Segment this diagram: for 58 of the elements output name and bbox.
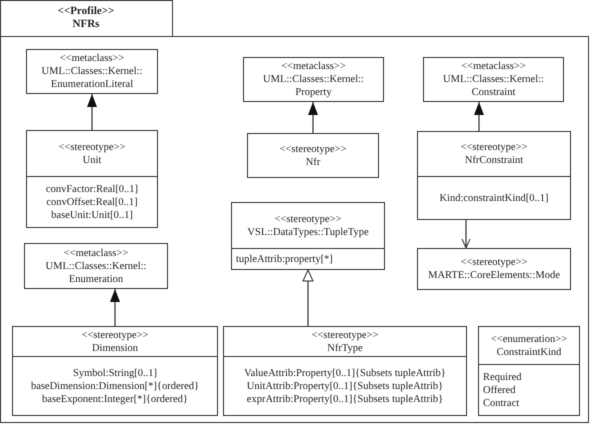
attribute-text: Offered (483, 384, 516, 396)
class-name: VSL::DataTypes::TupleType (247, 226, 369, 238)
class-name: UML::Classes::Kernel:: Enumeration (44, 260, 148, 286)
class-name: UML::Classes::Kernel:: EnumerationLiteral (40, 65, 144, 91)
class-box (478, 326, 580, 416)
class-box (243, 57, 384, 102)
stereotype-label: <<stereotype>> (82, 328, 148, 342)
class-name: ConstraintKind (496, 346, 562, 358)
attribute-text: Symbol:String[0..1] (72, 366, 157, 380)
attribute-text: tupleAttrib:property[*] (236, 252, 333, 266)
stereotype-label: <<stereotype>> (460, 256, 528, 269)
attribute-text: Contract (483, 396, 520, 410)
arrow (110, 289, 120, 326)
stereotype-label: <<stereotype>> (460, 141, 528, 154)
attribute-text: baseExponent:Integer[*]{ordered} (42, 392, 188, 406)
stereotype-label: <<metaclass>> (461, 60, 526, 73)
stereotype-label: <<metaclass>> (60, 52, 124, 65)
class-name: UML::Classes::Kernel:: Property (262, 73, 365, 99)
stereotype-label: <<enumeration>> (490, 332, 568, 346)
arrow (308, 102, 318, 133)
class-box (417, 248, 571, 290)
class-box (223, 326, 467, 416)
class-name: NfrConstraint (464, 154, 524, 167)
stereotype-label: <<metaclass>> (281, 60, 346, 73)
class-box (417, 131, 571, 220)
class-box (423, 57, 564, 102)
class-box (247, 133, 379, 178)
arrow (462, 220, 470, 248)
stereotype-label: <<stereotype>> (280, 142, 346, 156)
arrow (474, 102, 484, 131)
class-name: Unit (82, 154, 102, 166)
class-name: UML::Classes::Kernel:: Constraint (442, 73, 545, 99)
class-name: Nfr (306, 156, 320, 168)
stereotype-label: <<metaclass>> (64, 246, 128, 260)
stereotype-label: <<stereotype>> (312, 328, 378, 342)
attribute-text: Kind:constraintKind[0..1] (439, 192, 549, 204)
class-name: NfrType (327, 342, 363, 354)
attribute-text: baseUnit:Unit[0..1] (51, 208, 133, 222)
stereotype-label: <<stereotype>> (274, 212, 342, 226)
class-name: Dimension (92, 342, 138, 354)
arrow (87, 94, 97, 130)
class-box (24, 243, 168, 289)
class-box (231, 202, 385, 270)
attribute-text: UnitAttrib:Property[0..1]{Subsets tupleAttrib} (246, 380, 444, 392)
class-box (12, 326, 218, 416)
package-name: NFRs (72, 18, 100, 31)
stereotype-label: <<stereotype>> (58, 140, 126, 154)
class-name: MARTE::CoreElements::Mode (428, 269, 560, 282)
class-box (26, 49, 158, 94)
attribute-text: exprAttrib:Property[0..1]{Subsets tupleAttrib} (246, 392, 444, 406)
attribute-text: Required (483, 370, 522, 384)
stereotype-label: <<Profile>> (58, 5, 114, 18)
attribute-text: baseDimension:Dimension[*]{ordered} (30, 380, 200, 392)
arrow (302, 270, 314, 326)
attribute-text: convOffset:Real[0..1] (46, 196, 138, 208)
class-box (26, 130, 158, 228)
attribute-text: ValueAttrib:Property[0..1]{Subsets tupleAttrib} (244, 366, 446, 380)
attribute-text: convFactor:Real[0..1] (46, 182, 138, 196)
